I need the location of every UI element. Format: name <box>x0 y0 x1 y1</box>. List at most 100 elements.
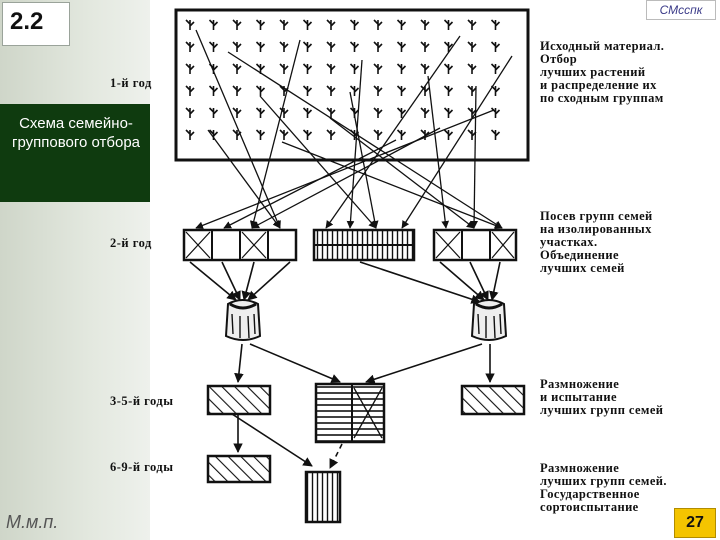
header-tag: СМсспк <box>646 0 716 20</box>
plant-icon <box>467 63 477 74</box>
plant-icon <box>255 41 266 52</box>
plant-icon <box>373 107 383 118</box>
plant-icon <box>208 107 219 118</box>
plot-year6-left <box>206 454 272 484</box>
plant-icon <box>349 63 360 74</box>
selection-arrow <box>251 127 441 229</box>
plant-icon <box>232 63 242 74</box>
plot-group-right <box>432 228 518 262</box>
title-panel <box>0 104 150 202</box>
seed-bag-right <box>470 299 508 341</box>
propagation-arrows <box>231 343 495 469</box>
plant-icon <box>443 19 454 30</box>
plant-icon <box>373 129 383 140</box>
plant-icon <box>490 107 501 118</box>
selection-arrow <box>281 141 503 230</box>
plant-icon <box>490 19 501 30</box>
description-stage1: Исходный материал. Отбор лучших растений… <box>540 39 665 105</box>
plant-icon <box>373 19 383 30</box>
description-stage2: Посев групп семей на изолированных участ… <box>540 209 653 275</box>
plot-year3-right <box>460 384 526 416</box>
selection-arrow <box>329 117 475 229</box>
plant-icon <box>208 19 219 30</box>
plant-icon <box>232 129 242 140</box>
plant-icon <box>420 107 430 118</box>
plant-icon <box>255 19 266 30</box>
stage-label-years6-9: 6-9-й годы <box>110 460 174 474</box>
plant-icon <box>373 41 383 52</box>
plant-icon <box>208 41 219 52</box>
seed-bag-left <box>224 299 262 341</box>
plant-icon <box>185 19 195 30</box>
plant-icon <box>279 41 289 52</box>
plant-icon <box>185 63 195 74</box>
plant-icon <box>467 19 477 30</box>
plant-icon <box>255 129 266 140</box>
slide-number: 2.2 <box>10 8 44 35</box>
plant-icon <box>467 41 477 52</box>
page-number-badge: 27 <box>674 508 716 538</box>
plant-icon <box>185 129 195 140</box>
plant-icon <box>302 19 313 30</box>
plot-year3-left <box>206 384 272 416</box>
selection-arrow <box>249 39 301 229</box>
description-stage3: Размножение и испытание лучших групп сем… <box>540 377 664 417</box>
merge-arrows <box>189 261 501 304</box>
plant-icon <box>326 107 336 118</box>
plant-icon <box>490 85 501 96</box>
plant-icon <box>443 129 454 140</box>
plant-icon <box>490 129 501 140</box>
plant-icon <box>396 129 407 140</box>
selection-arrow <box>195 109 495 230</box>
plot-group-left <box>182 228 298 262</box>
plant-icon <box>279 63 289 74</box>
plant-icon <box>185 107 195 118</box>
plant-icon <box>396 41 407 52</box>
plant-icon <box>420 19 430 30</box>
slide-number-box <box>2 2 70 46</box>
plant-icon <box>279 19 289 30</box>
plant-icon <box>326 63 336 74</box>
selection-arrow <box>227 51 503 229</box>
plant-icon <box>373 63 383 74</box>
plant-grid <box>185 19 501 140</box>
plant-icon <box>232 85 242 96</box>
selection-arrow <box>401 55 513 229</box>
plant-icon <box>326 41 336 52</box>
description-stage4: Размножение лучших групп семей. Государс… <box>540 461 667 514</box>
plant-icon <box>349 41 360 52</box>
plant-icon <box>349 85 360 96</box>
plant-icon <box>443 63 454 74</box>
plant-icon <box>185 41 195 52</box>
initial-field <box>174 8 530 162</box>
plant-icon <box>373 85 383 96</box>
plant-icon <box>396 85 407 96</box>
selection-arrow <box>223 139 397 229</box>
author-label: М.м.п. <box>6 512 59 532</box>
stage-label-years3-5: 3-5-й годы <box>110 394 174 408</box>
plant-icon <box>255 85 266 96</box>
plant-icon <box>420 63 430 74</box>
plant-icon <box>302 107 313 118</box>
plant-icon <box>232 41 242 52</box>
slide-sidebar <box>0 0 150 540</box>
plant-icon <box>443 85 454 96</box>
plant-icon <box>232 19 242 30</box>
plant-icon <box>279 129 289 140</box>
stage-label-year1: 1-й год <box>110 76 152 90</box>
plant-icon <box>467 85 477 96</box>
plant-icon <box>396 19 407 30</box>
selection-arrow <box>346 59 363 229</box>
selection-arrow <box>259 95 377 229</box>
plot-state-trial <box>304 470 342 524</box>
plant-icon <box>326 85 336 96</box>
plant-icon <box>208 85 219 96</box>
plot-group-middle <box>312 228 416 262</box>
plot-year3-middle <box>314 382 386 444</box>
plant-icon <box>302 85 313 96</box>
plant-icon <box>396 63 407 74</box>
plant-icon <box>490 63 501 74</box>
plant-icon <box>302 129 313 140</box>
plant-icon <box>349 19 360 30</box>
